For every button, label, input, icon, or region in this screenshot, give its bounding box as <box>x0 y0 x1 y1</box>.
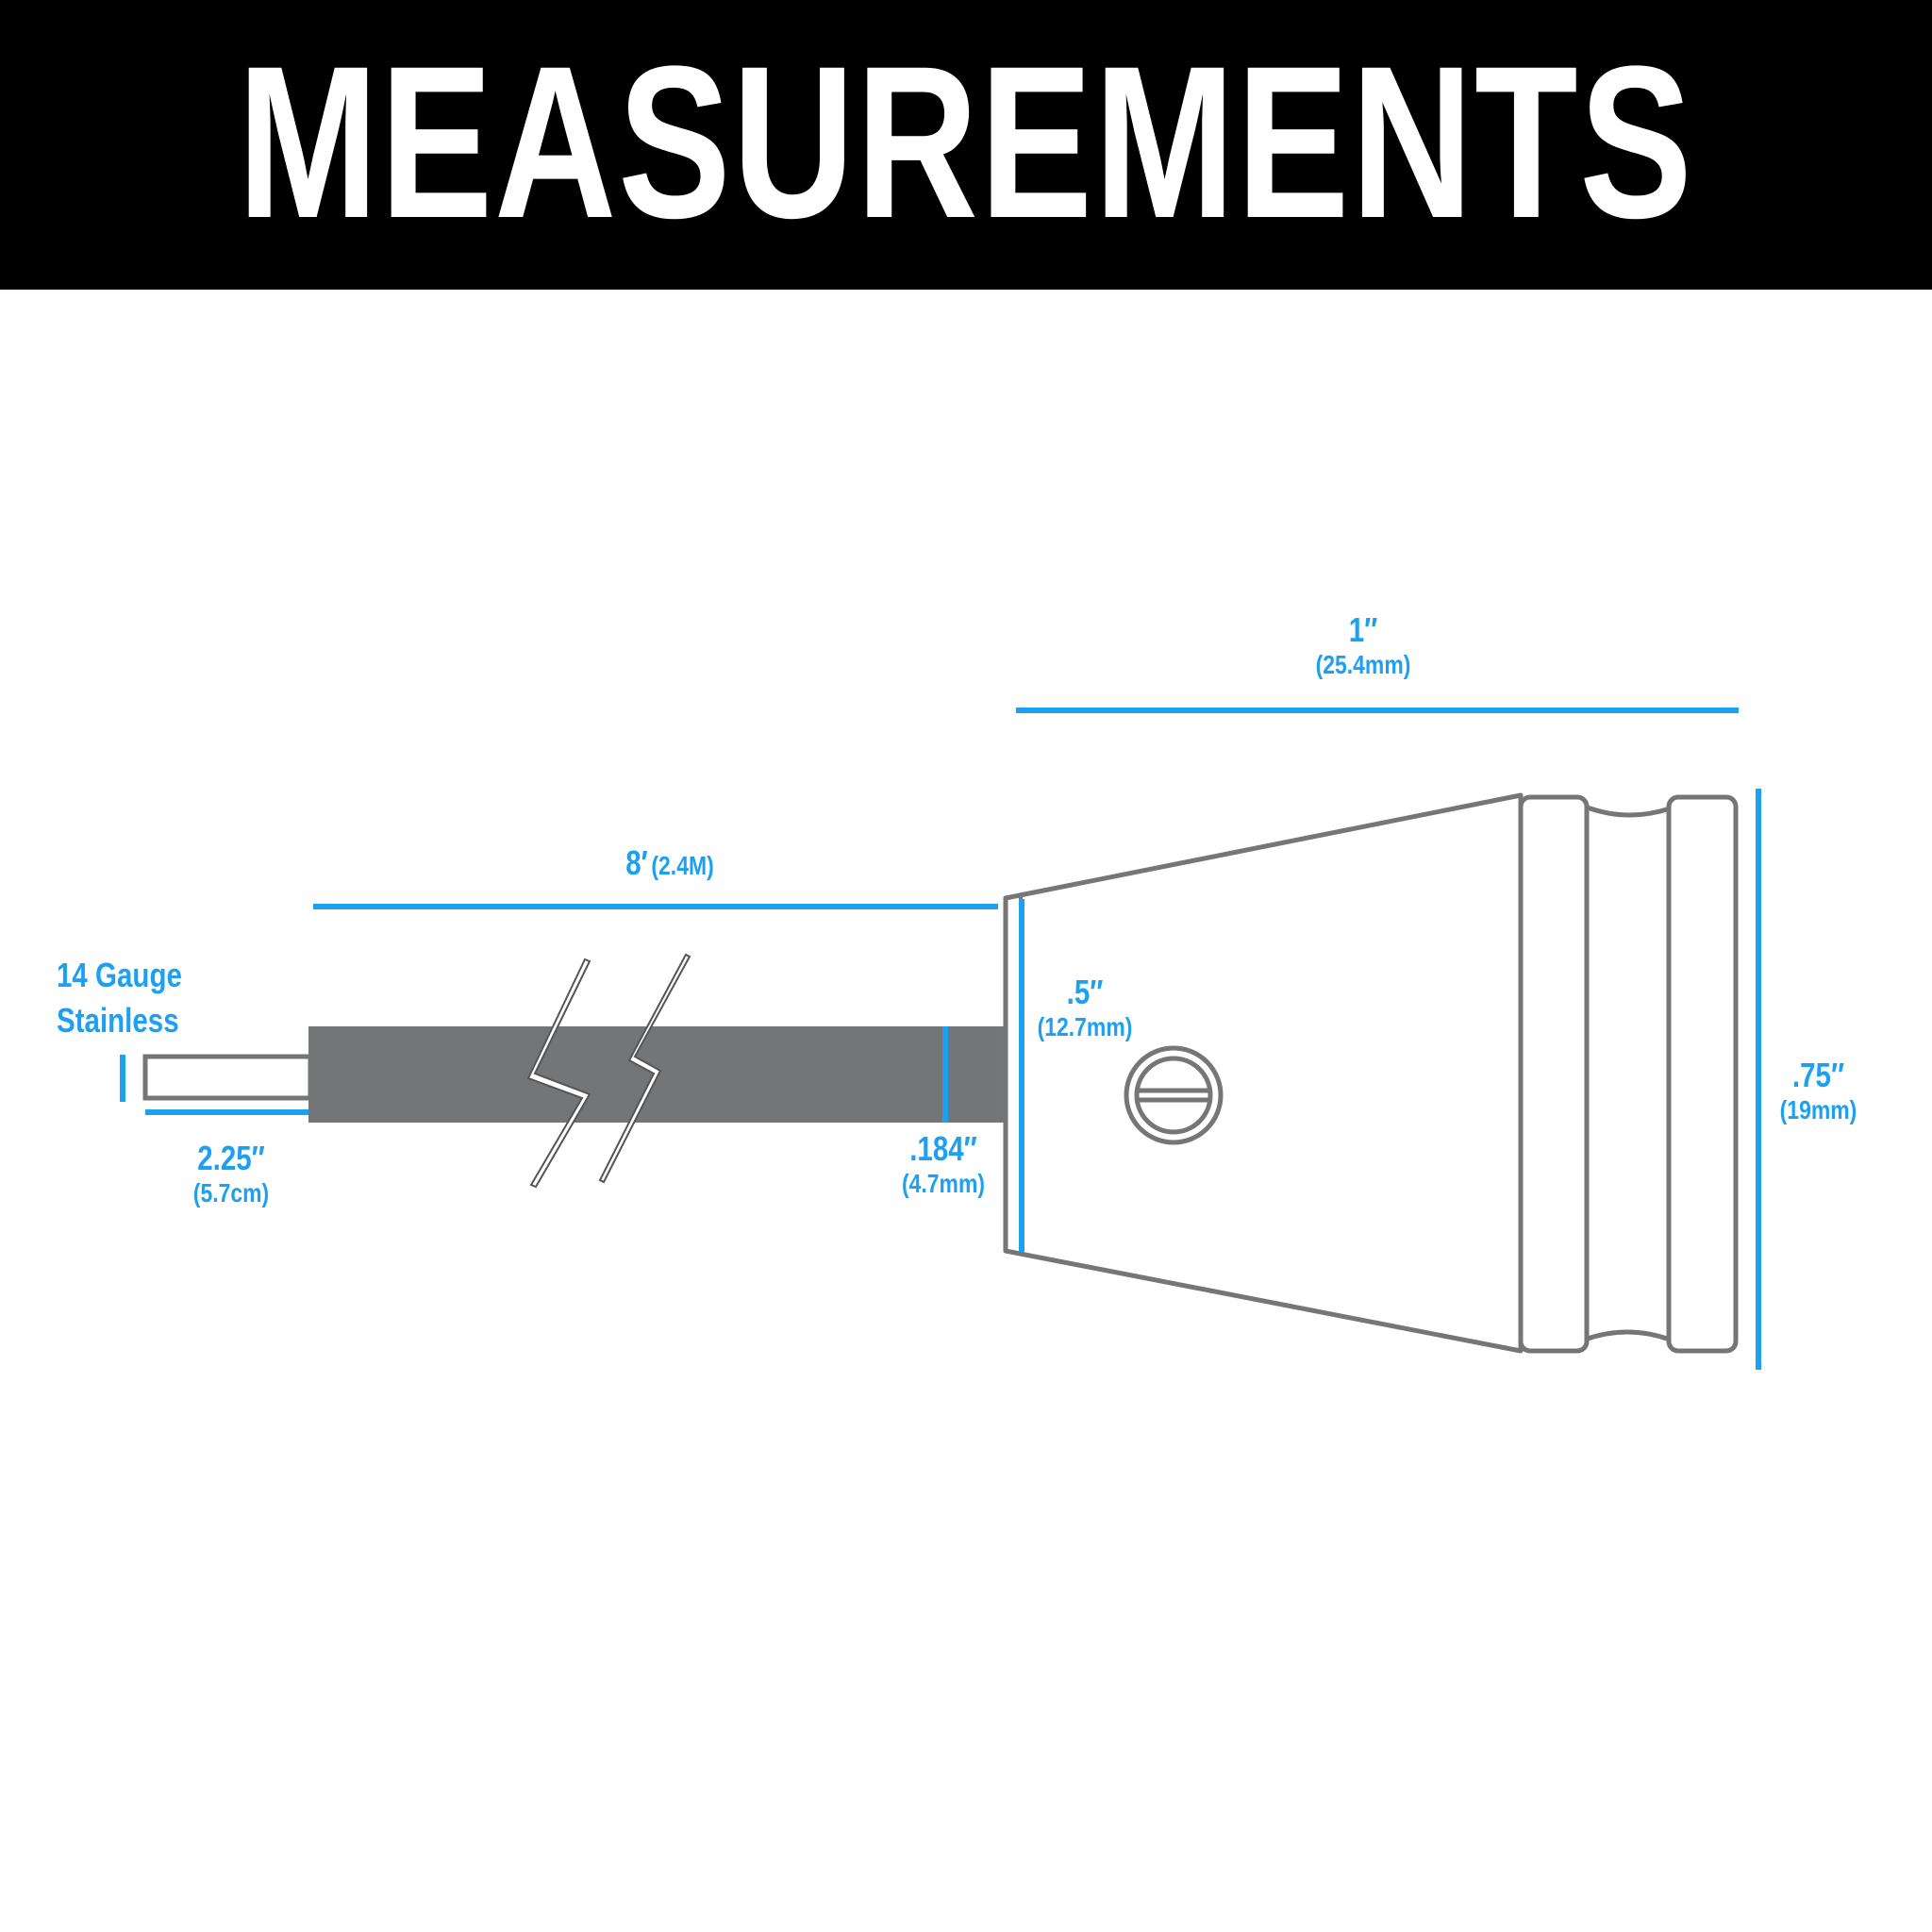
cable-length-label: 8′ (2.4M) <box>625 843 714 882</box>
connector-body <box>1003 792 1739 1354</box>
header-banner: MEASUREMENTS <box>0 0 1932 290</box>
page-title: MEASUREMENTS <box>238 20 1694 263</box>
cable-diameter-label: .184″ (4.7mm) <box>901 1129 986 1199</box>
wire-stub <box>142 1054 313 1101</box>
body-length-label: 1″ (25.4mm) <box>1315 610 1411 680</box>
dimension-lines <box>120 708 1761 1370</box>
wire-material-label: 14 Gauge Stainless <box>57 956 182 1040</box>
wire-length-label: 2.25″ (5.7cm) <box>192 1139 270 1208</box>
body-diameter-label: .75″ (19mm) <box>1779 1056 1857 1125</box>
nose-diameter-label: .5″ (12.7mm) <box>1037 973 1133 1042</box>
slotted-screw-icon <box>1124 1045 1224 1145</box>
cable-break-icon <box>526 953 691 1189</box>
